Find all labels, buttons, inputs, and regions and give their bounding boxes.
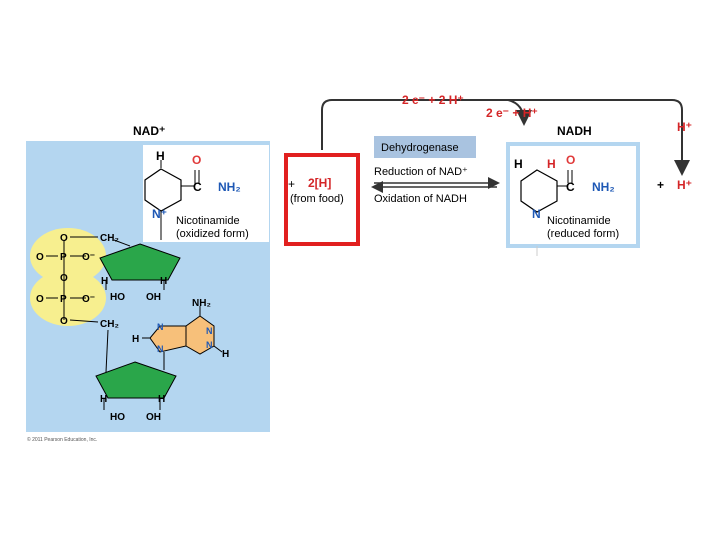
atom-p: P (60, 294, 67, 305)
nicotinamide-reduced-box (506, 142, 640, 248)
right-proton-label: H⁺ (677, 120, 692, 134)
atom-c: C (193, 180, 202, 194)
enzyme-box (374, 136, 476, 158)
atom-oh: OH (146, 292, 161, 303)
atom-o: O (60, 273, 68, 284)
atom-n-plus: N⁺ (152, 207, 167, 221)
two-h-label: 2[H] (308, 176, 331, 190)
ribose-ring-2 (95, 361, 177, 399)
atom-h: H (156, 149, 165, 163)
nicotinamide-reduced-name: Nicotinamide (547, 215, 611, 227)
phosphate-blob-1 (30, 228, 106, 284)
adenine-ring-5 (149, 325, 187, 353)
branch-electrons-label: 2 e⁻ + H⁺ (486, 106, 538, 120)
plus-right: + (657, 178, 664, 192)
atom-o-minus: O⁻ (82, 252, 95, 263)
copyright: © 2011 Pearson Education, Inc. (27, 436, 97, 443)
nicotinamide-oxidized-box (143, 145, 269, 242)
nicotinamide-oxidized-form: (oxidized form) (176, 228, 249, 240)
electron-branch-arrow (507, 99, 532, 126)
atom-h: H (222, 349, 229, 360)
atom-nh2: NH₂ (192, 298, 211, 309)
ribose-ring-1 (99, 243, 181, 281)
atom-o: O (36, 294, 44, 305)
reduction-label: Reduction of NAD⁺ (374, 166, 468, 178)
from-food-label: (from food) (290, 193, 344, 205)
enzyme-label: Dehydrogenase (381, 142, 459, 154)
nad-plus-label: NAD⁺ (133, 124, 165, 138)
atom-h: H (160, 276, 167, 287)
atom-o-minus: O⁻ (82, 294, 95, 305)
atom-ch2: CH₂ (100, 319, 119, 330)
nicotinamide-ring-reduced (520, 169, 558, 213)
atom-h: H (132, 334, 139, 345)
atom-n: N (157, 344, 164, 354)
atom-ho: HO (110, 292, 125, 303)
bond (105, 329, 109, 373)
atom-c: C (566, 180, 575, 194)
plus-left: + (288, 177, 295, 191)
atom-h: H (514, 157, 523, 171)
atom-nh2: NH₂ (218, 180, 241, 194)
nicotinamide-reduced-form: (reduced form) (547, 228, 619, 240)
atom-n: N (532, 207, 541, 221)
atom-h: H (100, 394, 107, 405)
atom-o: O (36, 252, 44, 263)
atom-n: N (157, 322, 164, 332)
h-plus-right: H⁺ (677, 178, 692, 192)
atom-nh2: NH₂ (592, 180, 615, 194)
atom-n: N (206, 326, 213, 336)
nicotinamide-oxidized-name: Nicotinamide (176, 215, 240, 227)
top-electrons-label: 2 e⁻ + 2 H⁺ (402, 93, 464, 107)
atom-o: O (60, 316, 68, 327)
atom-ch2: CH₂ (100, 233, 119, 244)
oxidation-label: Oxidation of NADH (374, 193, 467, 205)
bond (69, 319, 99, 323)
atom-h-added: H (547, 157, 556, 171)
from-food-highlight-box (284, 153, 360, 246)
atom-o: O (192, 153, 201, 167)
atom-h: H (158, 394, 165, 405)
atom-n: N (206, 340, 213, 350)
atom-o: O (60, 233, 68, 244)
atom-ho: HO (110, 412, 125, 423)
atom-o: O (566, 153, 575, 167)
bond (213, 345, 223, 353)
atom-oh: OH (146, 412, 161, 423)
atom-h: H (101, 276, 108, 287)
bond (113, 239, 131, 247)
nadh-label: NADH (557, 124, 592, 138)
phosphate-blob-2 (30, 270, 106, 326)
electron-transfer-arrow (321, 99, 690, 176)
atom-p: P (60, 252, 67, 263)
